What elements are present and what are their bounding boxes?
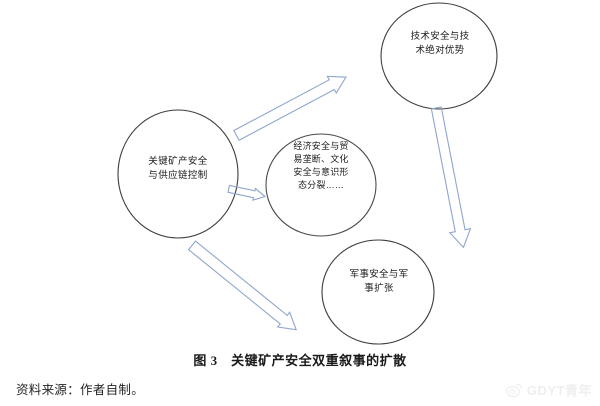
node-circle-tech-security <box>380 2 498 110</box>
figure-caption: 图 3 关键矿产安全双重叙事的扩散 <box>193 353 407 368</box>
arrow-tech-to-military <box>430 106 472 249</box>
figure-source-note: 资料来源：作者自制。 <box>16 383 145 397</box>
arrow-minerals-to-economic <box>227 184 267 201</box>
arrow-minerals-to-tech <box>233 75 347 141</box>
node-circle-economic-security <box>265 133 377 237</box>
node-circle-military-security <box>321 239 435 345</box>
arrow-minerals-to-military <box>187 240 297 331</box>
node-circle-critical-minerals <box>117 109 239 239</box>
